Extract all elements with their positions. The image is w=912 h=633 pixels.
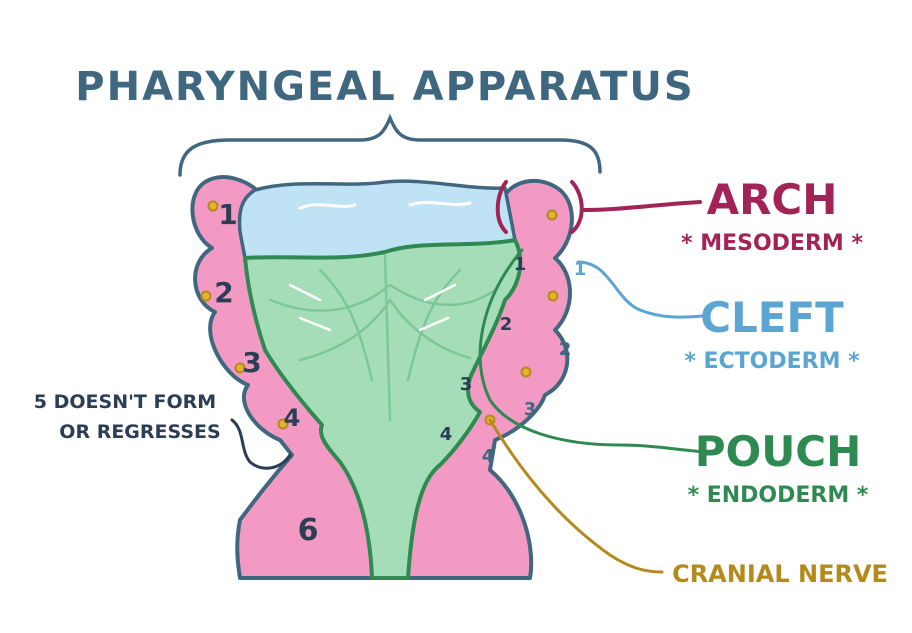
cleft-number-1: 1 [574,259,587,280]
pharynx-folds [268,253,497,422]
brace [178,113,602,177]
arch-number-2: 2 [214,276,233,309]
arch-pointer-line [582,200,702,212]
label-pouch-sub: * ENDODERM * [688,483,869,508]
label-pouch: POUCH [695,427,862,476]
pouch-pointer-line [478,248,707,454]
nerve-dot-3-right [520,366,532,378]
nerve-dot-2-right [547,290,559,302]
arch-bracket-left [495,180,508,234]
pharynx-highlights [288,283,457,332]
cleft-number-3: 3 [524,399,537,420]
nerve-dot-4-left [277,418,289,430]
label-cleft-sub: * ECTODERM * [684,349,860,374]
pouch-number-3: 3 [460,374,473,395]
label-arch: ARCH [707,175,838,224]
arch-bracket-right [570,180,584,234]
label-cleft: CLEFT [700,293,844,342]
diagram-title: PHARYNGEAL APPARATUS [75,64,694,110]
label-arch-sub: * MESODERM * [681,231,863,256]
cleft-number-4: 4 [482,446,495,467]
nerve-pointer-line [488,418,664,574]
arch-number-6: 6 [298,513,319,548]
nerve-dot-1-left [207,200,219,212]
arch-number-1: 1 [218,198,237,231]
nerve-dot-3-left [234,362,246,374]
pouch-number-1: 1 [514,254,527,275]
pouch-number-2: 2 [500,314,513,335]
cleft-pointer-line [576,260,704,319]
arch-number-4: 4 [284,404,301,432]
fifth-arch-pointer-line [230,418,292,470]
nerve-dot-1-right [546,209,558,221]
cranial-nerve-dots [200,200,559,430]
note-line-1: 5 DOESN'T FORM [34,391,216,413]
note-line-2: OR REGRESSES [59,421,220,443]
nerve-dot-2-left [200,290,212,302]
pouch-number-4: 4 [440,424,453,445]
ectoderm-highlight [298,200,472,210]
label-cranial-nerve: CRANIAL NERVE [672,560,888,588]
arch-number-3: 3 [242,346,261,379]
cleft-number-2: 2 [559,339,572,360]
